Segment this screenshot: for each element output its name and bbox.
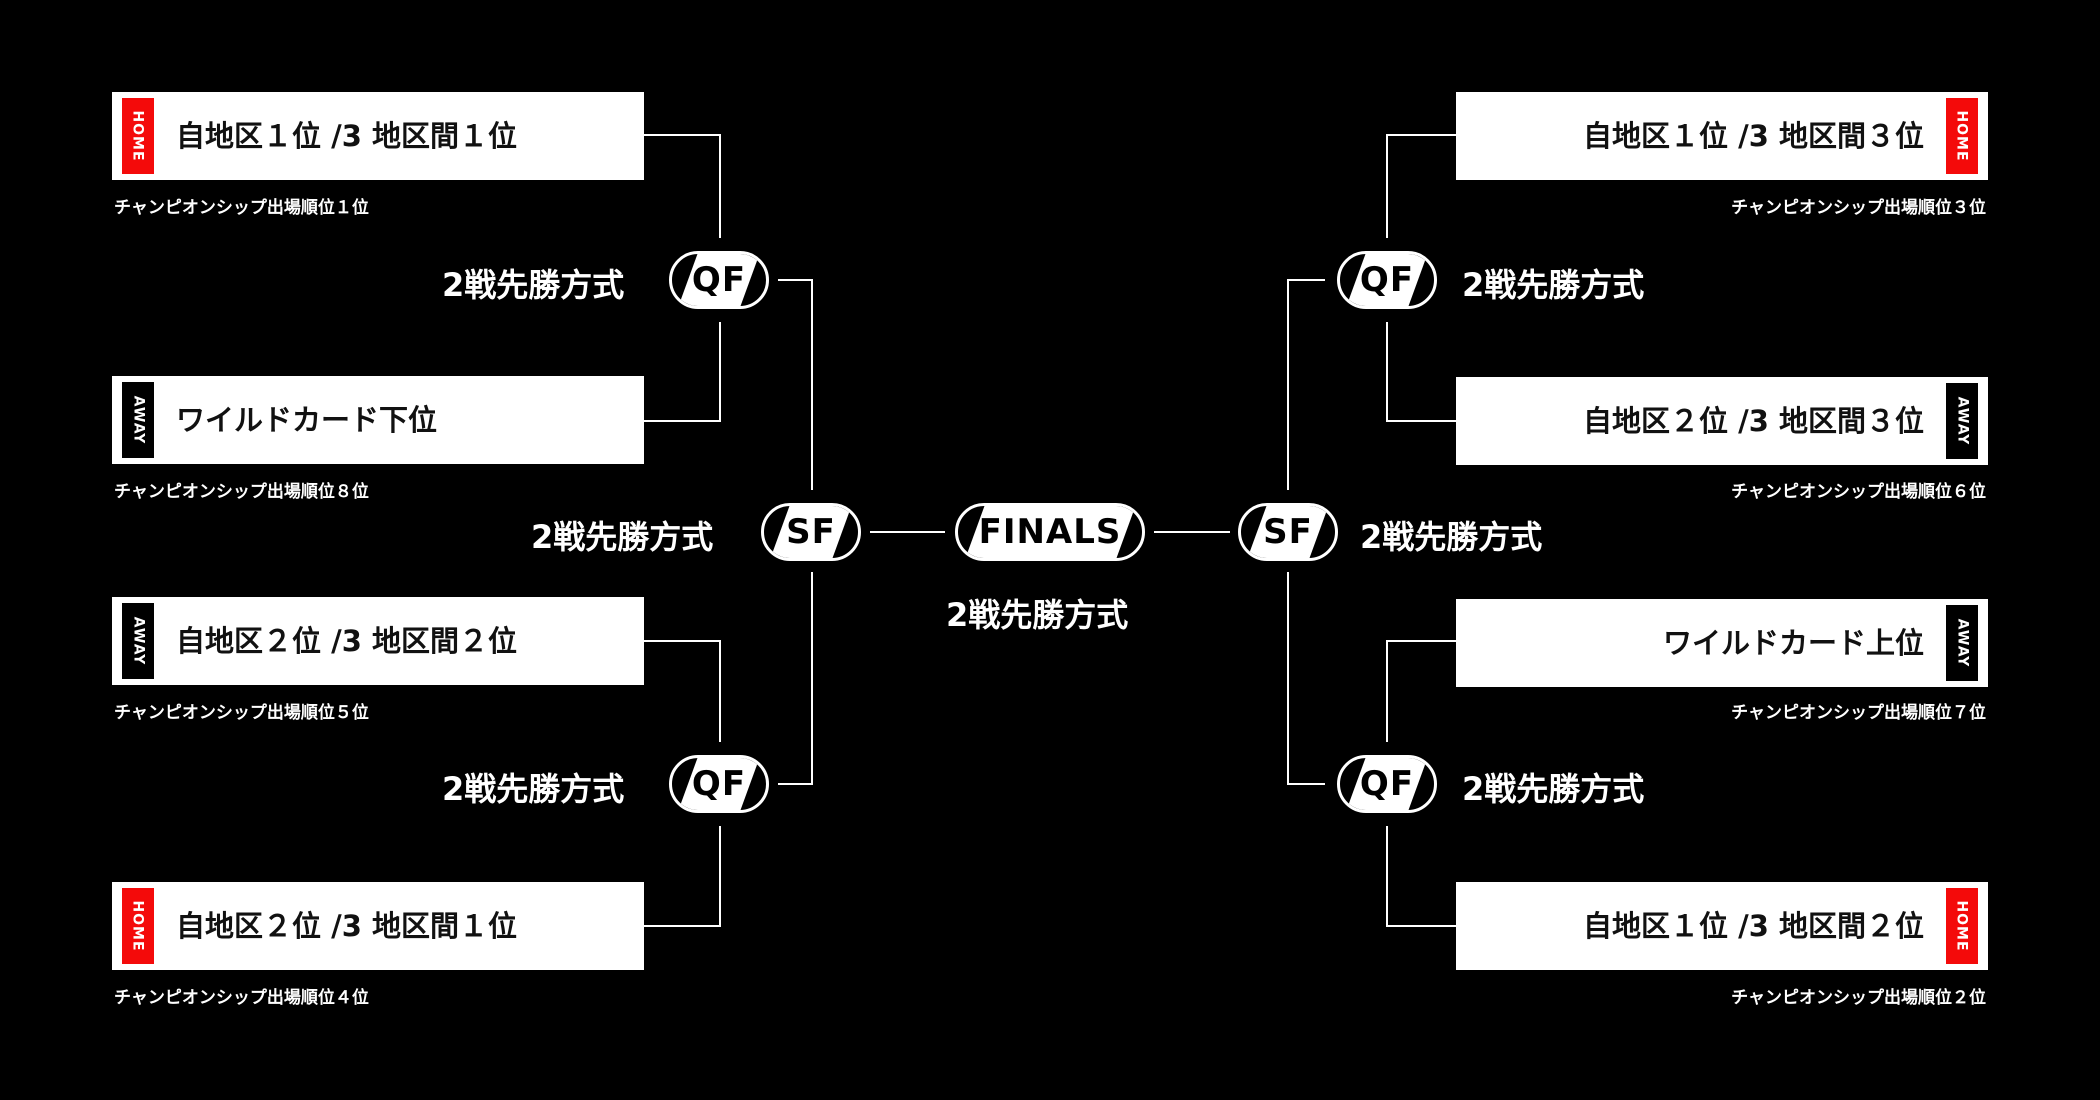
round-label: QF <box>1359 260 1415 300</box>
qf-badge-right-bottom: QF <box>1337 755 1437 813</box>
finals-badge: FINALS <box>955 503 1145 561</box>
team-box-right-3: AWAY ワイルドカード上位 <box>1456 599 1988 687</box>
team-note: チャンピオンシップ出場順位３位 <box>1731 198 1986 218</box>
connector-line <box>644 322 721 422</box>
qf-badge-right-top: QF <box>1337 251 1437 309</box>
format-label: 2戦先勝方式 <box>1462 266 1645 304</box>
team-box-left-4: HOME 自地区２位 /3 地区間１位 <box>112 882 644 970</box>
team-note: チャンピオンシップ出場順位４位 <box>114 988 369 1008</box>
qf-badge-left-bottom: QF <box>669 755 769 813</box>
team-note: チャンピオンシップ出場順位８位 <box>114 482 369 502</box>
round-label: SF <box>1263 512 1313 552</box>
home-badge: HOME <box>122 888 154 964</box>
team-name: ワイルドカード下位 <box>176 403 438 437</box>
round-label: QF <box>691 764 747 804</box>
team-box-right-1: HOME 自地区１位 /3 地区間３位 <box>1456 92 1988 180</box>
connector-line <box>778 279 813 490</box>
format-label: 2戦先勝方式 <box>531 518 714 556</box>
team-name: 自地区２位 /3 地区間１位 <box>176 909 517 943</box>
sf-badge-right: SF <box>1238 503 1338 561</box>
team-box-right-4: HOME 自地区１位 /3 地区間２位 <box>1456 882 1988 970</box>
away-badge: AWAY <box>122 382 154 458</box>
badge-label: AWAY <box>1954 618 1970 668</box>
badge-label: HOME <box>1954 900 1970 952</box>
badge-label: HOME <box>1954 110 1970 162</box>
connector-line <box>1287 572 1325 785</box>
team-name: 自地区２位 /3 地区間２位 <box>176 624 517 658</box>
team-box-left-1: HOME 自地区１位 /3 地区間１位 <box>112 92 644 180</box>
team-name: 自地区１位 /3 地区間２位 <box>1583 909 1924 943</box>
team-name: 自地区２位 /3 地区間３位 <box>1583 404 1924 438</box>
connector-line <box>1386 322 1456 422</box>
team-note: チャンピオンシップ出場順位７位 <box>1731 703 1986 723</box>
connector-line <box>1386 134 1456 238</box>
team-note: チャンピオンシップ出場順位１位 <box>114 198 369 218</box>
round-label: QF <box>691 260 747 300</box>
badge-label: HOME <box>130 110 146 162</box>
home-badge: HOME <box>122 98 154 174</box>
badge-label: AWAY <box>130 395 146 445</box>
connector-line <box>644 826 721 927</box>
team-name: 自地区１位 /3 地区間３位 <box>1583 119 1924 153</box>
team-box-left-2: AWAY ワイルドカード下位 <box>112 376 644 464</box>
connector-line <box>644 640 721 742</box>
badge-label: AWAY <box>130 616 146 666</box>
away-badge: AWAY <box>1946 383 1978 459</box>
format-label: 2戦先勝方式 <box>442 266 625 304</box>
format-label: 2戦先勝方式 <box>946 596 1129 634</box>
connector-line <box>778 572 813 785</box>
away-badge: AWAY <box>122 603 154 679</box>
badge-label: AWAY <box>1954 396 1970 446</box>
badge-label: HOME <box>130 900 146 952</box>
away-badge: AWAY <box>1946 605 1978 681</box>
sf-badge-left: SF <box>761 503 861 561</box>
home-badge: HOME <box>1946 888 1978 964</box>
team-box-left-3: AWAY 自地区２位 /3 地区間２位 <box>112 597 644 685</box>
team-note: チャンピオンシップ出場順位５位 <box>114 703 369 723</box>
team-note: チャンピオンシップ出場順位６位 <box>1731 482 1986 502</box>
connector-line <box>644 134 721 238</box>
connector-line <box>1287 279 1325 490</box>
connector-line <box>1386 640 1456 742</box>
connector-line <box>1386 826 1456 927</box>
round-label: SF <box>786 512 836 552</box>
home-badge: HOME <box>1946 98 1978 174</box>
round-label: QF <box>1359 764 1415 804</box>
team-note: チャンピオンシップ出場順位２位 <box>1731 988 1986 1008</box>
team-name: 自地区１位 /3 地区間１位 <box>176 119 517 153</box>
qf-badge-left-top: QF <box>669 251 769 309</box>
format-label: 2戦先勝方式 <box>442 770 625 808</box>
team-box-right-2: AWAY 自地区２位 /3 地区間３位 <box>1456 377 1988 465</box>
team-name: ワイルドカード上位 <box>1662 626 1924 660</box>
round-label: FINALS <box>978 512 1122 552</box>
format-label: 2戦先勝方式 <box>1462 770 1645 808</box>
format-label: 2戦先勝方式 <box>1360 518 1543 556</box>
